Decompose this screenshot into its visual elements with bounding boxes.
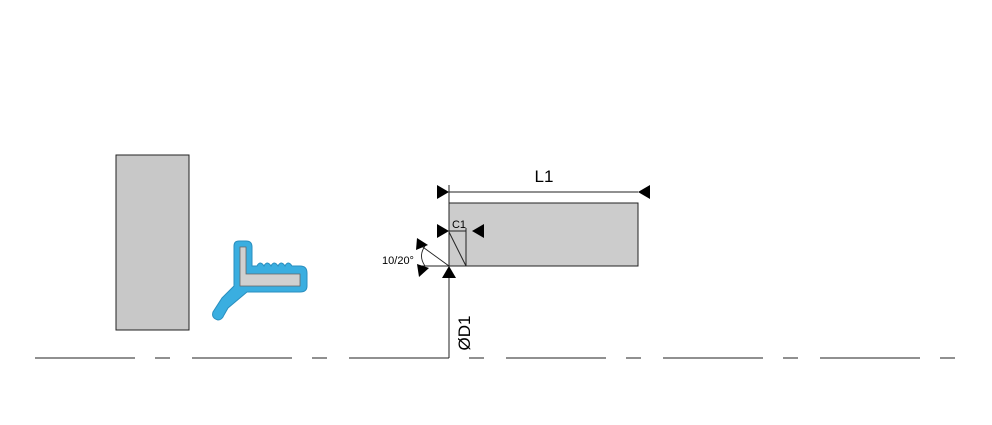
bore-rectangle: [448, 202, 639, 267]
c1-arrow-right: [472, 224, 484, 238]
c1-label: C1: [452, 219, 466, 231]
chamfer-edge: [448, 231, 467, 267]
seal-profile: [212, 240, 308, 321]
angle-label: 10/20°: [382, 255, 414, 267]
angle-arc: [421, 245, 426, 267]
c1-dimension: C1: [437, 219, 484, 266]
angle-leader-upper: [419, 244, 450, 267]
l1-arrow-right: [638, 185, 650, 199]
d1-arrow-top: [442, 266, 456, 278]
seal-inner-insert: [239, 246, 301, 287]
l1-label: L1: [535, 167, 554, 186]
d1-dimension: ØD1: [442, 266, 474, 358]
c1-arrow-left: [437, 224, 449, 238]
housing-block: [115, 154, 190, 331]
angle-arrow-lower: [417, 264, 429, 277]
l1-arrow-left: [437, 185, 449, 199]
angle-dimension: 10/20°: [382, 238, 450, 277]
l1-dimension: L1: [437, 167, 650, 199]
d1-label: ØD1: [455, 316, 474, 351]
angle-arrow-upper: [416, 238, 428, 250]
